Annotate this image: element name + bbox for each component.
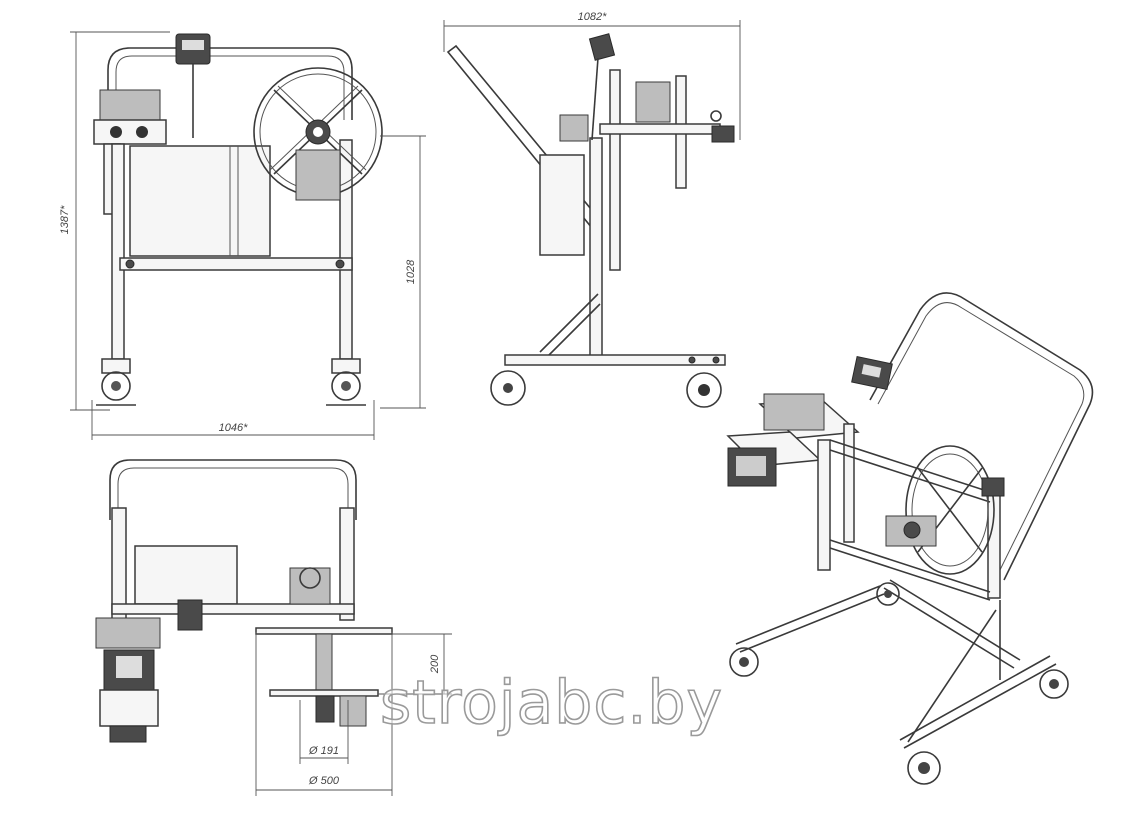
watermark: strojabc.by bbox=[379, 667, 724, 739]
front-dimensions: 1387* 1046* 1028 bbox=[59, 31, 426, 440]
top-dimensions: 200 Ø 191 Ø 500 bbox=[255, 632, 452, 796]
dim-reel-height: 200 bbox=[429, 654, 441, 674]
dim-height-overall: 1387* bbox=[59, 205, 71, 234]
front-view bbox=[93, 33, 383, 406]
top-view bbox=[95, 459, 393, 743]
side-dimensions: 1082* bbox=[443, 11, 741, 140]
isometric-view bbox=[726, 292, 1094, 785]
dim-width-side: 1082* bbox=[578, 11, 607, 23]
dim-height-frame: 1028 bbox=[405, 259, 417, 284]
dim-hub-diameter: Ø 191 bbox=[308, 745, 339, 757]
dim-reel-diameter: Ø 500 bbox=[308, 775, 340, 787]
side-view bbox=[446, 33, 735, 408]
dim-width-front: 1046* bbox=[219, 422, 248, 434]
